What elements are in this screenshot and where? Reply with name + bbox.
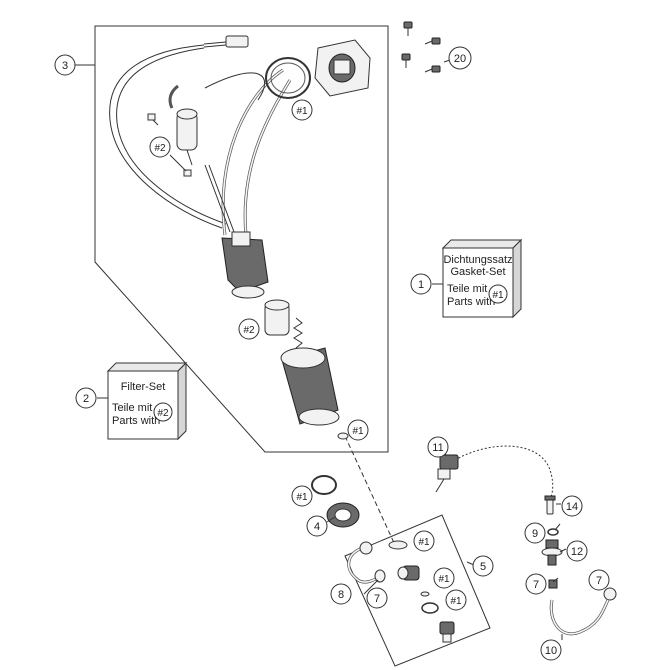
svg-text:#1: #1 xyxy=(418,537,430,548)
svg-text:9: 9 xyxy=(532,528,538,540)
tag-1-connector: #1 xyxy=(433,567,455,589)
svg-text:4: 4 xyxy=(314,521,320,533)
gasket-a xyxy=(388,540,408,550)
svg-text:#1: #1 xyxy=(438,574,450,585)
gasket-set-tag: #1 xyxy=(492,290,504,301)
filter-set-tag: #2 xyxy=(157,408,169,419)
svg-text:#2: #2 xyxy=(154,143,166,154)
gasket-set-sub-1: Teile mit xyxy=(447,283,487,295)
callout-11: 11 xyxy=(427,436,449,458)
tag-1-flange: #1 xyxy=(291,99,313,121)
filter-set-sub-2: Parts with xyxy=(112,415,160,427)
filter-set-box: Filter-Set Teile mit Parts with #2 xyxy=(106,361,188,441)
svg-text:14: 14 xyxy=(566,501,578,513)
pump-sleeve xyxy=(264,299,290,336)
callout-4: 4 xyxy=(306,515,328,537)
tag-2-sleeve: #2 xyxy=(238,318,260,340)
svg-text:20: 20 xyxy=(454,53,466,65)
tag-1-oring-large: #1 xyxy=(291,485,313,507)
svg-text:5: 5 xyxy=(480,561,486,573)
callout-12: 12 xyxy=(566,540,588,562)
ring-nut xyxy=(326,502,360,528)
spring xyxy=(293,317,303,349)
hose-clamp-b xyxy=(548,579,558,589)
hose-clamp-c xyxy=(603,587,617,601)
callout-7b: 7 xyxy=(525,573,547,595)
svg-text:#1: #1 xyxy=(296,106,308,117)
tag-2-filter: #2 xyxy=(149,136,171,158)
pump-motor xyxy=(221,231,269,299)
callout-8: 8 xyxy=(330,583,352,605)
bolt-set xyxy=(401,21,441,73)
gasket-set-title-1: Dichtungssatz xyxy=(443,254,512,266)
oring-large xyxy=(311,475,337,495)
callout-20: 20 xyxy=(448,46,472,70)
svg-text:#2: #2 xyxy=(243,325,255,336)
callout-3: 3 xyxy=(54,54,76,76)
hose-clamp-a xyxy=(374,569,386,583)
svg-text:3: 3 xyxy=(62,60,68,72)
fuel-pump-cylinder xyxy=(280,347,340,426)
fitting-12 xyxy=(541,539,563,566)
svg-text:12: 12 xyxy=(571,546,583,558)
nipple-fitting xyxy=(439,621,455,643)
assembly-axis xyxy=(344,435,396,546)
callout-10: 10 xyxy=(540,639,562,661)
flange-ring xyxy=(265,57,311,99)
svg-text:#1: #1 xyxy=(352,426,364,437)
gasket-set-sub-2: Parts with xyxy=(447,296,495,308)
callout-7c: 7 xyxy=(588,569,610,591)
svg-text:7: 7 xyxy=(533,579,539,591)
svg-text:#1: #1 xyxy=(296,492,308,503)
pump-flange xyxy=(314,39,371,97)
sensor-cable xyxy=(454,445,554,501)
small-parts-group-frame xyxy=(344,514,491,667)
fuel-pump-group-frame xyxy=(94,25,389,453)
sensor-connector xyxy=(435,454,459,493)
connector-piece xyxy=(397,565,420,581)
tag-1-oring-small: #1 xyxy=(445,589,467,611)
callout-5: 5 xyxy=(472,555,494,577)
oring-9 xyxy=(547,528,559,536)
filter-clip-bottom xyxy=(183,169,192,177)
fuel-line-c xyxy=(168,84,179,109)
tag-1-pump-oring: #1 xyxy=(347,419,369,441)
fuel-filter xyxy=(176,108,198,166)
svg-text:11: 11 xyxy=(432,442,443,454)
callout-14: 14 xyxy=(561,495,583,517)
tag-1-gasket-a: #1 xyxy=(413,530,435,552)
filter-set-sub-1: Teile mit xyxy=(112,402,152,414)
filter-clip-top xyxy=(147,113,156,121)
fuel-line-a xyxy=(221,68,284,236)
small-oring xyxy=(337,432,349,440)
screw-14 xyxy=(544,495,556,515)
oring-small xyxy=(421,602,439,614)
svg-text:7: 7 xyxy=(596,575,602,587)
callout-2: 2 xyxy=(75,387,97,409)
callout-9: 9 xyxy=(524,522,546,544)
gasket-set-title-2: Gasket-Set xyxy=(450,266,505,278)
svg-text:8: 8 xyxy=(338,589,344,601)
wire-harness xyxy=(109,44,223,229)
svg-text:1: 1 xyxy=(418,279,424,291)
hose-8-end xyxy=(359,541,373,555)
gasket-b xyxy=(420,591,430,597)
svg-text:7: 7 xyxy=(374,593,380,605)
gasket-set-box: Dichtungssatz Gasket-Set Teile mit Parts… xyxy=(441,238,523,319)
svg-text:2: 2 xyxy=(83,393,89,405)
svg-text:10: 10 xyxy=(545,645,557,657)
callout-7a: 7 xyxy=(366,587,388,609)
svg-text:#1: #1 xyxy=(450,596,462,607)
callout-1: 1 xyxy=(410,273,432,295)
wire-connector xyxy=(203,35,249,48)
filter-set-title: Filter-Set xyxy=(121,381,166,393)
wire-harness-2 xyxy=(116,47,227,225)
